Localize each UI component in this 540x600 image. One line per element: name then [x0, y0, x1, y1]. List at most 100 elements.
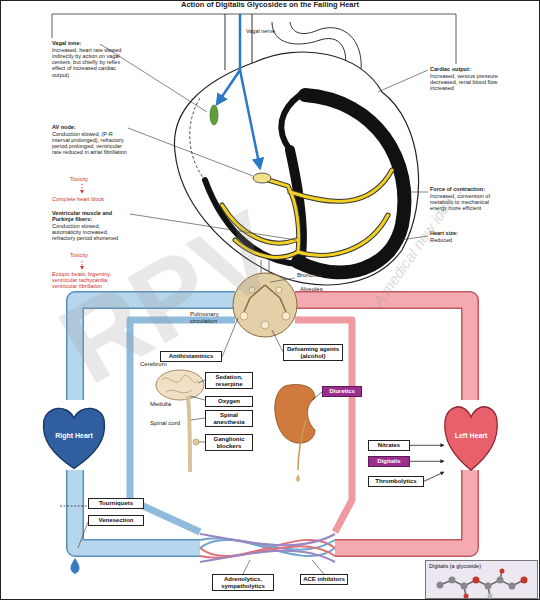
part-label: Alveoles	[300, 286, 340, 293]
connectors	[410, 445, 444, 481]
vagal-nerve	[240, 70, 260, 168]
toxicity-effect: Complete heart block	[52, 196, 132, 202]
callout-heading: AV node:	[52, 124, 127, 130]
capillary-bed	[200, 534, 335, 562]
drug-box: Oxygen	[205, 396, 253, 407]
brain	[156, 370, 204, 400]
blood-drop	[70, 558, 79, 574]
callout-heading: Force of contraction:	[430, 186, 505, 192]
node-text: Right Heart	[55, 432, 93, 440]
toxicity-label: Toxicity	[70, 252, 110, 258]
atom	[473, 577, 480, 584]
callout-text: Conduction slowed, automaticity increase…	[52, 223, 130, 241]
purkinje-fibers	[298, 215, 388, 255]
drug-box: Defoaming agents (alcohol)	[283, 344, 343, 361]
vein-outline	[75, 470, 200, 548]
callout-heading: Heart size:	[430, 230, 505, 236]
node-text: Left Heart	[455, 432, 488, 440]
ganglion	[193, 439, 199, 445]
node-text: Sedation, reserpine	[208, 374, 250, 387]
connector-arrow	[424, 472, 444, 481]
node-text: Spinal anesthesia	[208, 412, 250, 425]
node-text: Diuretics	[329, 388, 355, 395]
drug-box: Spinal anesthesia	[205, 410, 253, 427]
sa-node	[210, 105, 218, 125]
kidney	[275, 385, 315, 444]
leader-line	[243, 560, 250, 574]
spinal-cord	[188, 396, 190, 472]
drug-box: Antihistaminics	[160, 351, 222, 362]
atom	[464, 594, 469, 599]
leader-lines	[100, 44, 428, 240]
capillary	[200, 551, 335, 562]
highlight-box: Digitalis	[368, 456, 410, 467]
node-text: Thrombolytics	[375, 478, 416, 485]
toxicity-arrow	[82, 261, 83, 269]
tourniquet	[60, 506, 88, 507]
capillary	[200, 534, 335, 545]
part-label: Spinal cord	[150, 420, 185, 427]
molecule-model	[437, 569, 528, 599]
node-text: ACE inhibitors	[303, 576, 345, 583]
atom	[500, 569, 505, 574]
callout-text: Increased, heart rate slowed indirectly …	[52, 47, 124, 78]
vena-cava	[225, 14, 252, 70]
heart-chamber: Right Heart	[38, 400, 110, 472]
nerve-label: Vagal nerve	[246, 28, 296, 34]
leader-line	[191, 418, 205, 420]
structure-panel: Digitalis (a glycoside)	[425, 560, 538, 599]
drug-box: Adrenolytics, sympatholytics	[212, 574, 274, 591]
leader-line	[312, 560, 324, 574]
connector-arrow	[410, 461, 444, 462]
node-text: Antihistaminics	[169, 353, 214, 360]
drug-box: Venesection	[88, 515, 144, 526]
drug-box: Tourniquets	[88, 498, 144, 509]
part-label: Medulla	[150, 401, 185, 408]
ventricle-wall	[298, 95, 404, 272]
node-text: Oxygen	[218, 398, 240, 405]
leader-line	[408, 192, 428, 193]
node-text: Nitrates	[378, 442, 400, 449]
brain-gyri	[162, 375, 198, 393]
atom	[497, 577, 504, 584]
drug-box: Nitrates	[368, 440, 410, 451]
part-label: Bronchus	[297, 272, 337, 279]
left-bundle	[290, 170, 392, 201]
highlight-box: Diuretics	[322, 386, 362, 397]
av-node	[253, 173, 271, 183]
atom	[449, 577, 456, 584]
heart-outline	[445, 407, 498, 470]
leader-line	[190, 396, 205, 400]
leader-line	[312, 392, 322, 400]
alveolus	[261, 321, 269, 329]
callout-text: Conduction slowed, (P-R interval prolong…	[52, 131, 130, 156]
vena-cava	[75, 470, 200, 548]
leader-line	[78, 522, 88, 548]
leader-line	[272, 330, 283, 352]
atom	[485, 583, 492, 590]
atrium-outline	[190, 98, 210, 186]
callout-heading: Cardiac output:	[430, 66, 505, 72]
node-text: Venesection	[98, 517, 133, 524]
toxicity-arrow	[82, 184, 83, 193]
callout-heading: Ventricular muscle and Purkinje fibers:	[52, 210, 132, 222]
atom	[521, 577, 528, 584]
leader-line	[128, 128, 253, 176]
molecule-bond	[440, 571, 524, 596]
drug-box: ACE inhibitors	[300, 574, 348, 585]
vagal-nerve	[217, 14, 240, 104]
leader-line	[198, 380, 205, 383]
callout-text: Reduced	[430, 237, 500, 243]
callout-text: Increased, venous pressure decreased, re…	[430, 73, 500, 91]
atom	[488, 594, 493, 599]
atom	[437, 582, 444, 589]
atom	[509, 583, 516, 590]
left-bundle	[290, 170, 392, 201]
node-text: Adrenolytics, sympatholytics	[215, 576, 271, 589]
drug-box: Ganglionic blockers	[205, 434, 253, 451]
node-text: Tourniquets	[99, 500, 133, 507]
purkinje-fibers	[298, 215, 388, 255]
node-text: Ganglionic blockers	[208, 436, 250, 449]
